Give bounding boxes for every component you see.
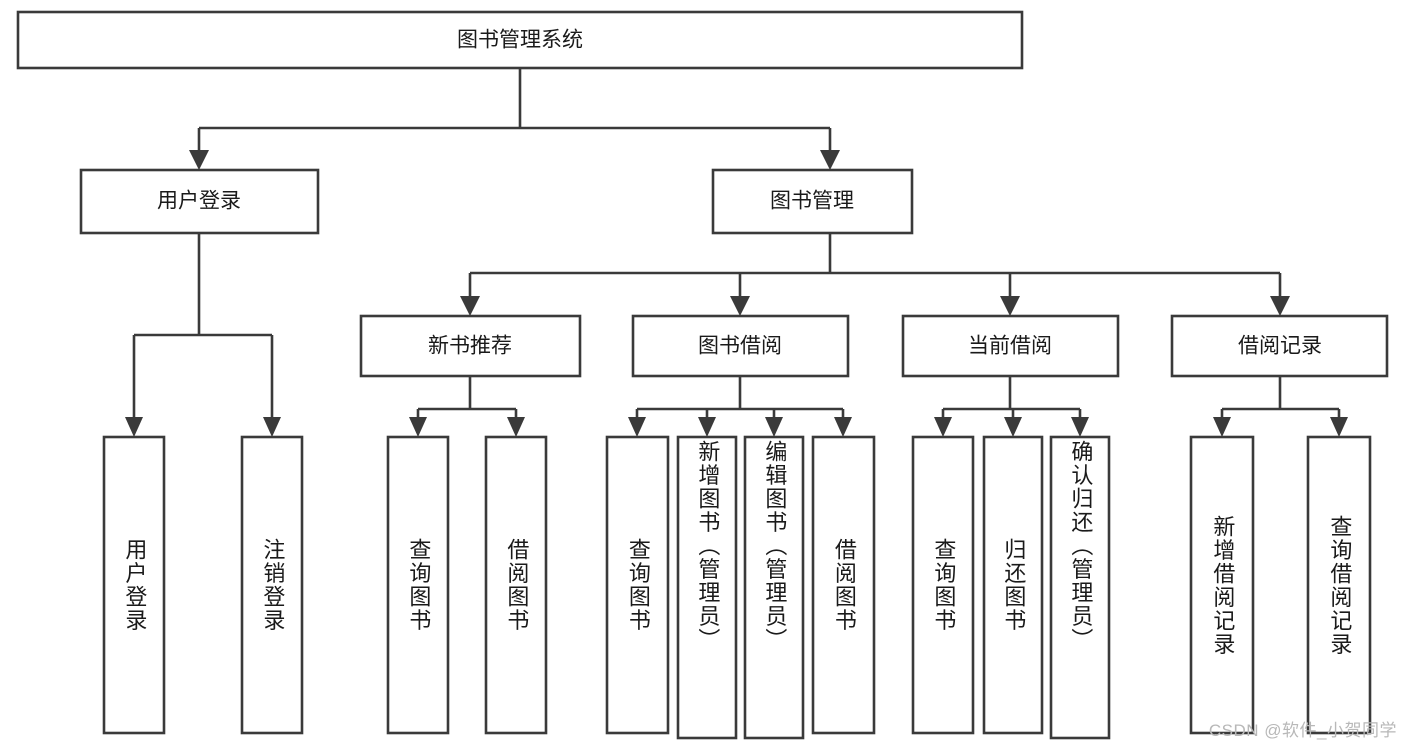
arrowhead-leaf-logout-login bbox=[263, 417, 281, 437]
node-leaf-add-borrow-record-box[interactable] bbox=[1189, 435, 1255, 735]
node-root-box[interactable] bbox=[16, 10, 1024, 70]
node-new-book-recommend-box[interactable] bbox=[359, 314, 582, 378]
node-book-borrow[interactable]: 图书借阅 bbox=[631, 314, 850, 378]
node-user-login-label: 用户登录 bbox=[157, 190, 241, 213]
arrowhead-leaf-edit-book-admin bbox=[765, 417, 783, 437]
node-borrow-record-label: 借阅记录 bbox=[1238, 335, 1322, 358]
node-new-book-recommend-label: 新书推荐 bbox=[428, 335, 512, 358]
arrowhead-leaf-return-book bbox=[1004, 417, 1022, 437]
csdn-watermark: CSDN @软件_小贺同学 bbox=[1208, 721, 1397, 740]
node-book-manage-label: 图书管理 bbox=[770, 190, 854, 213]
connectors-borrow-record-to-leaves bbox=[1213, 376, 1348, 437]
node-book-manage-box[interactable] bbox=[711, 168, 914, 235]
arrowhead-book-borrow bbox=[730, 296, 750, 316]
node-book-manage[interactable]: 图书管理 bbox=[711, 168, 914, 235]
arrowhead-current-borrow bbox=[1000, 296, 1020, 316]
node-leaf-query-book-rec-box[interactable] bbox=[386, 435, 450, 735]
arrowhead-leaf-borrow-book-rec bbox=[507, 417, 525, 437]
arrowhead-leaf-add-borrow-record bbox=[1213, 417, 1231, 437]
node-current-borrow-label: 当前借阅 bbox=[968, 335, 1052, 358]
node-leaf-borrow-book-box[interactable] bbox=[811, 435, 876, 735]
arrowhead-leaf-borrow-book bbox=[834, 417, 852, 437]
node-leaf-logout-login-box[interactable] bbox=[240, 435, 304, 735]
arrowhead-leaf-add-book-admin bbox=[698, 417, 716, 437]
node-root[interactable]: 图书管理系统 bbox=[16, 10, 1024, 70]
node-leaf-query-book-borrow-box[interactable] bbox=[605, 435, 670, 735]
node-user-login-box[interactable] bbox=[79, 168, 320, 235]
node-leaf-edit-book-admin-box[interactable] bbox=[743, 435, 805, 740]
connectors-book-borrow-to-leaves bbox=[628, 376, 852, 437]
arrowhead-leaf-confirm-return-admin bbox=[1071, 417, 1089, 437]
arrowhead-leaf-query-book-rec bbox=[409, 417, 427, 437]
arrowhead-book-manage bbox=[820, 150, 840, 170]
node-book-borrow-box[interactable] bbox=[631, 314, 850, 378]
node-leaf-borrow-book-rec-box[interactable] bbox=[484, 435, 548, 735]
node-current-borrow-box[interactable] bbox=[901, 314, 1120, 378]
connectors-new-book-recommend-to-leaves bbox=[409, 376, 525, 437]
arrowhead-leaf-query-borrow-record bbox=[1330, 417, 1348, 437]
node-leaf-return-book-box[interactable] bbox=[982, 435, 1044, 735]
node-leaf-confirm-return-admin-box[interactable] bbox=[1049, 435, 1111, 740]
node-leaf-add-book-admin-box[interactable] bbox=[676, 435, 738, 740]
arrowhead-new-book-recommend bbox=[460, 296, 480, 316]
node-borrow-record-box[interactable] bbox=[1170, 314, 1389, 378]
connectors-book-manage-to-level3 bbox=[460, 233, 1290, 316]
connectors-root-to-level2 bbox=[189, 68, 840, 170]
arrowhead-borrow-record bbox=[1270, 296, 1290, 316]
arrowhead-leaf-query-book-borrow bbox=[628, 417, 646, 437]
node-leaf-user-login-box[interactable] bbox=[102, 435, 166, 735]
connectors-user-login-to-leaves bbox=[125, 233, 281, 437]
connectors-current-borrow-to-leaves bbox=[934, 376, 1089, 437]
node-new-book-recommend[interactable]: 新书推荐 bbox=[359, 314, 582, 378]
arrowhead-user-login bbox=[189, 150, 209, 170]
node-borrow-record[interactable]: 借阅记录 bbox=[1170, 314, 1389, 378]
node-leaf-query-borrow-record-box[interactable] bbox=[1306, 435, 1372, 735]
arrowhead-leaf-user-login bbox=[125, 417, 143, 437]
node-book-borrow-label: 图书借阅 bbox=[698, 335, 782, 358]
node-root-label: 图书管理系统 bbox=[457, 29, 583, 52]
node-leaf-query-book-current-box[interactable] bbox=[911, 435, 975, 735]
arrowhead-leaf-query-book-current bbox=[934, 417, 952, 437]
node-current-borrow[interactable]: 当前借阅 bbox=[901, 314, 1120, 378]
node-user-login[interactable]: 用户登录 bbox=[79, 168, 320, 235]
